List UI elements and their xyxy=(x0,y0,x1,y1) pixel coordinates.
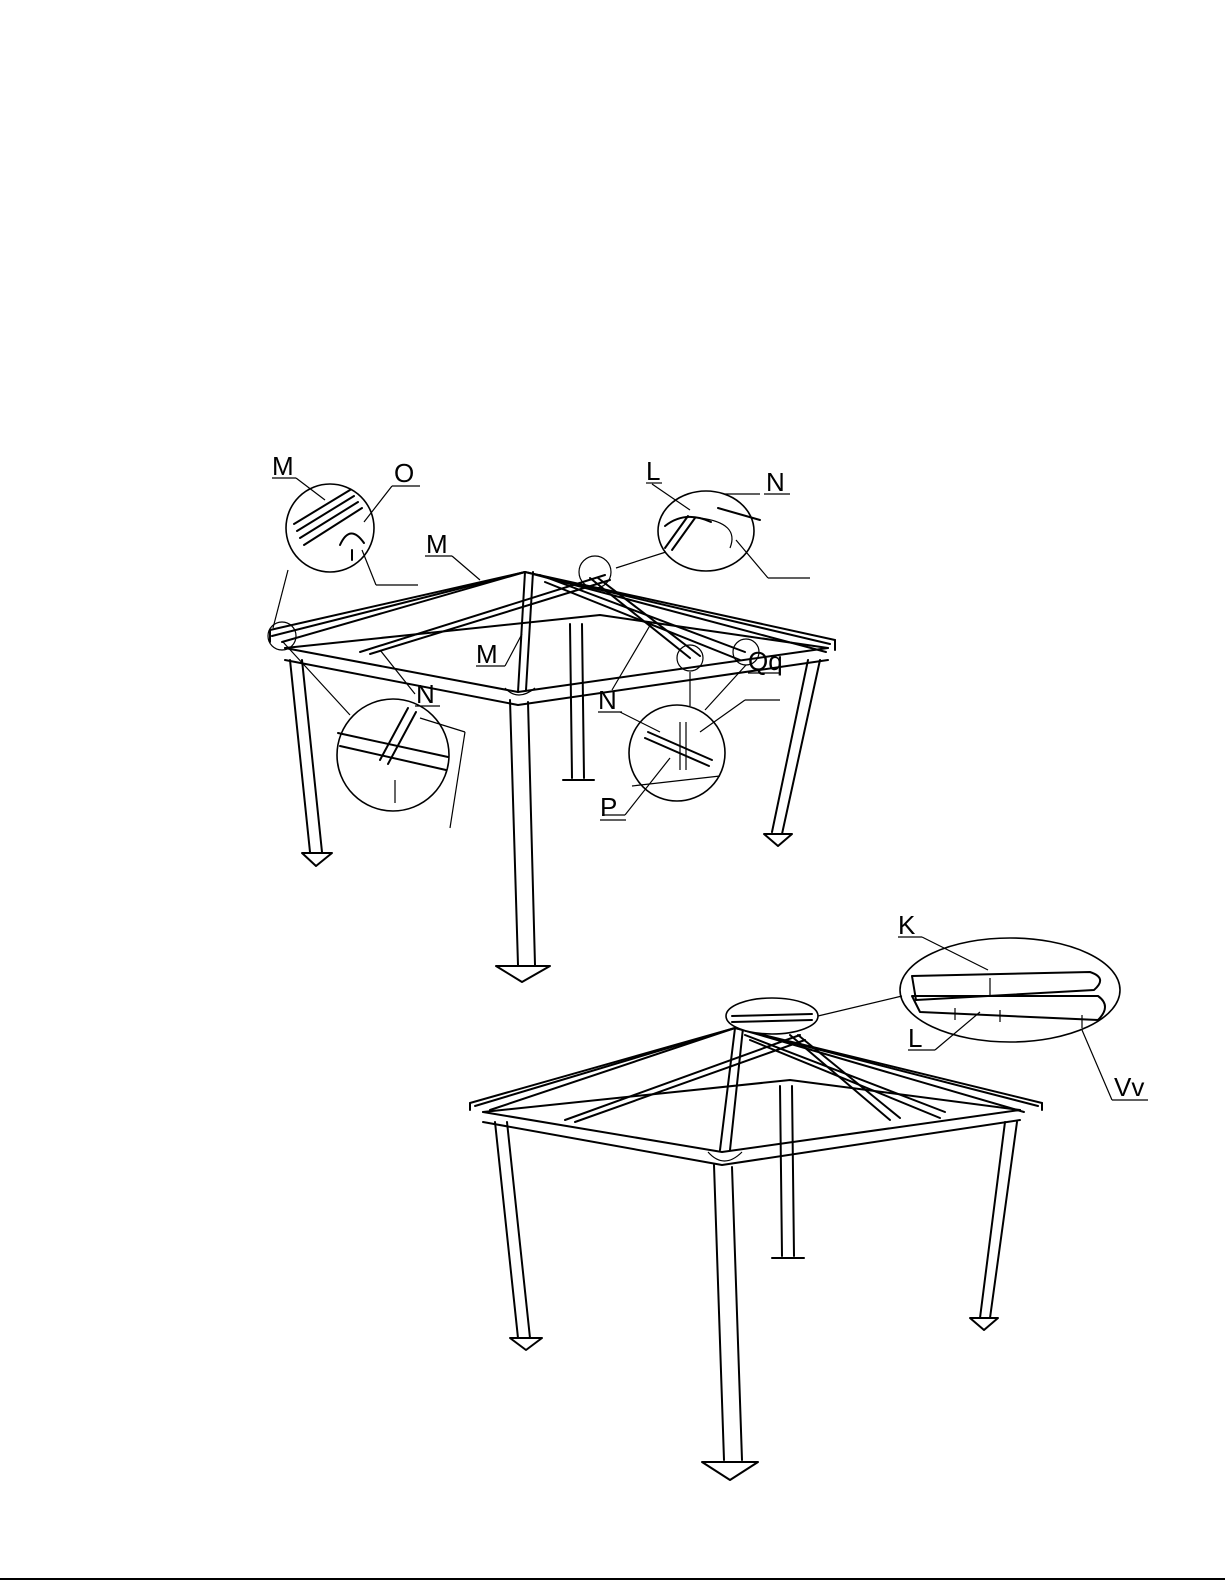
detail-bubble-k-l-vv xyxy=(818,937,1148,1100)
label-n-mid: N xyxy=(598,685,617,715)
detail-bubble-n-qq-p xyxy=(602,665,780,815)
page-bottom-rule xyxy=(0,1578,1225,1580)
label-o: O xyxy=(394,458,414,488)
label-vv: Vv xyxy=(1114,1072,1144,1102)
label-p: P xyxy=(600,792,617,822)
label-m-roof: M xyxy=(426,529,448,559)
detail-bubble-l-n xyxy=(616,484,810,578)
label-l-bottom: L xyxy=(908,1023,922,1053)
label-m-inner: M xyxy=(476,639,498,669)
label-qq: Qq xyxy=(748,646,783,676)
leader-n-mid xyxy=(612,622,652,690)
detail-bubble-m-o xyxy=(273,484,418,628)
gazebo-bottom xyxy=(470,998,1042,1480)
label-n-top-right: N xyxy=(766,467,785,497)
label-n-left: N xyxy=(416,679,435,709)
label-l: L xyxy=(646,456,660,486)
label-m-top-left: M xyxy=(272,451,294,481)
label-k: K xyxy=(898,910,916,940)
leader-o xyxy=(364,486,392,522)
leader-m-roof xyxy=(452,556,480,580)
